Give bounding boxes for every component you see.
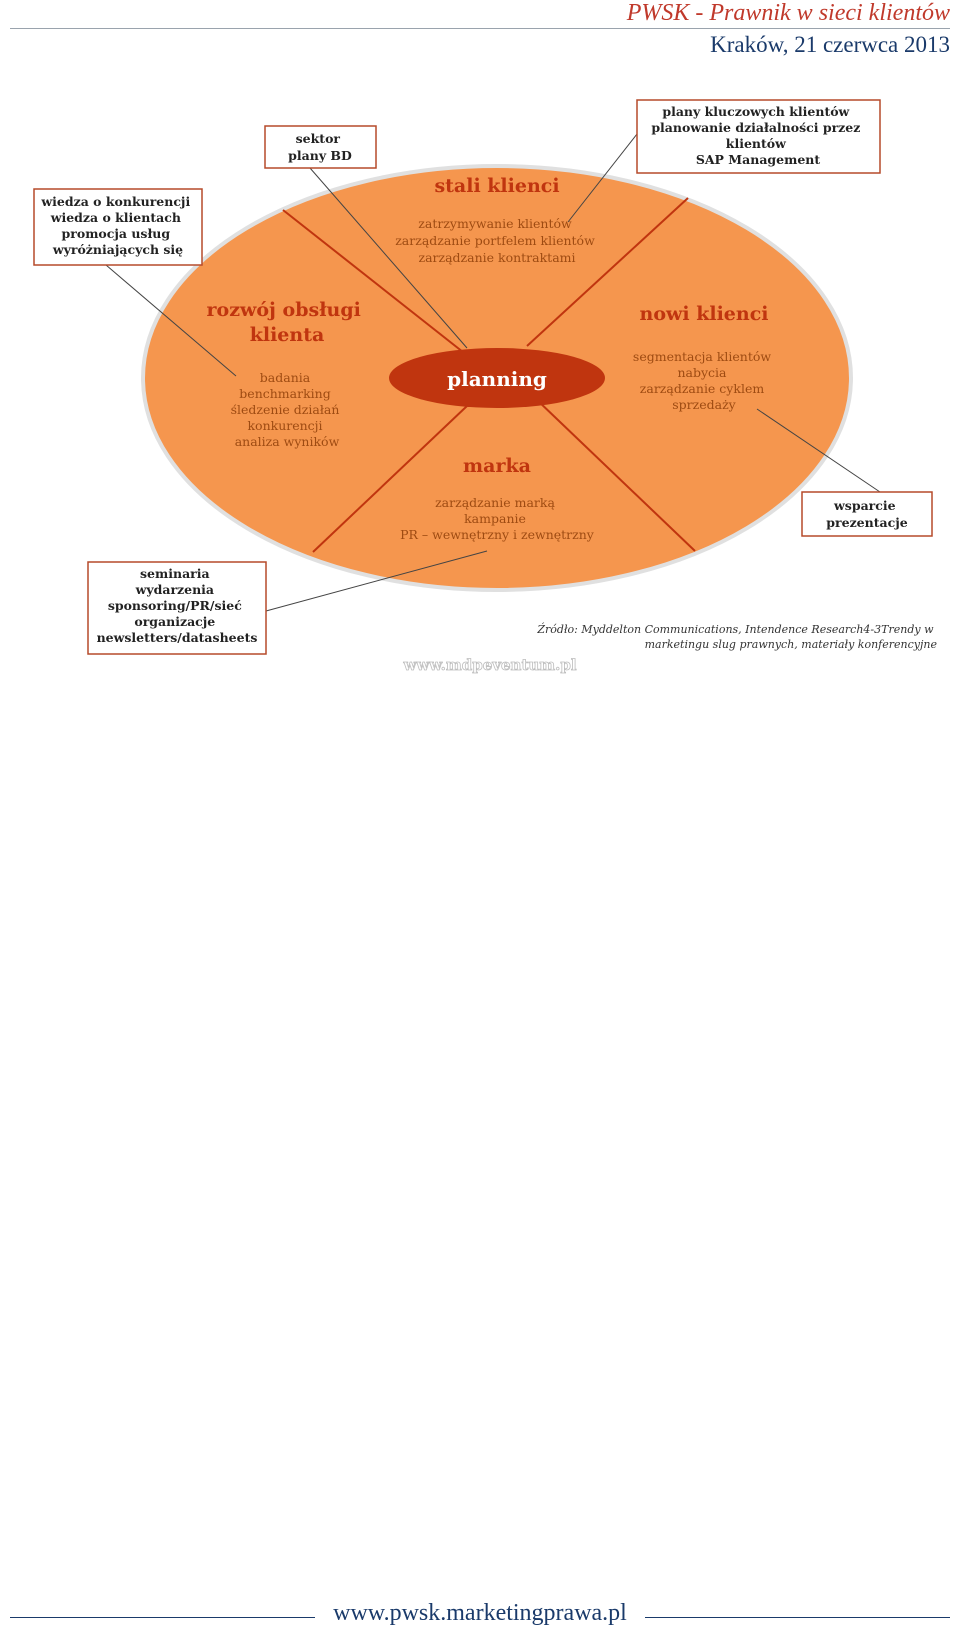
sector-line-bottom-right xyxy=(535,398,696,552)
callout-sector-line: plany BD xyxy=(288,148,352,163)
svg-text:Źródło: Myddelton Communicatio: Źródło: Myddelton Communications, Intend… xyxy=(536,622,937,651)
sector-bottom-item: kampanie xyxy=(464,511,526,526)
callout-events-box xyxy=(87,561,267,655)
sector-bottom-item: zarządzanie marką xyxy=(435,495,555,510)
sector-right-item: segmentacja klientów xyxy=(633,349,771,364)
sector-top-item: zatrzymywanie klientów xyxy=(418,216,572,231)
sector-line-top-right xyxy=(526,197,689,347)
connector-knowledge xyxy=(105,264,237,377)
callout-presentation-box xyxy=(801,491,933,537)
sector-left-item: śledzenie działań xyxy=(231,402,340,417)
sector-left-item: badania xyxy=(260,370,311,385)
svg-text:plany kluczowych klientów: plany kluczowych klientów planowanie dzi… xyxy=(651,104,864,167)
callout-key-clients-line: planowanie działalności przez xyxy=(651,120,860,135)
callout-knowledge-line: wiedza o konkurencji xyxy=(40,194,190,209)
sector-left-item: konkurencji xyxy=(247,418,322,433)
sector-top-title: stali klienci xyxy=(434,175,559,197)
sector-right-item: zarządzanie cyklem xyxy=(640,381,765,396)
header-title: PWSK - Prawnik w sieci klientów xyxy=(626,0,950,26)
callout-knowledge-line: promocja usług xyxy=(62,226,171,241)
sector-left-title: klienta xyxy=(250,324,325,346)
callout-key-clients-line: SAP Management xyxy=(696,152,821,167)
svg-text:zarządzanie marką kampanie: zarządzanie marką kampanie PR – wewnętrz… xyxy=(400,495,595,542)
callout-events-line: organizacje xyxy=(134,614,215,629)
header-rule xyxy=(10,28,950,29)
svg-text:badania benchmarking ś: badania benchmarking śledzenie działań k… xyxy=(231,370,344,449)
connector-presentation xyxy=(756,408,881,493)
sector-top-item: zarządzanie kontraktami xyxy=(418,250,575,265)
sector-left-item: analiza wyników xyxy=(235,434,340,449)
svg-text:seminaria wydarzenia s: seminaria wydarzenia sponsoring/PR/sieć … xyxy=(97,566,258,645)
svg-text:segmentacja klientów nabyc: segmentacja klientów nabycia zarządzanie… xyxy=(633,349,775,412)
marketing-planning-diagram: planning stali klienci zatrzymywanie kli… xyxy=(33,99,937,674)
sector-left-item: benchmarking xyxy=(239,386,330,401)
planning-center xyxy=(389,348,605,408)
source-note-line: Źródło: Myddelton Communications, Intend… xyxy=(536,622,934,636)
footer-rule-left xyxy=(10,1617,315,1618)
svg-text:wiedza o konkurencji wiedz: wiedza o konkurencji wiedza o klientach … xyxy=(40,194,194,257)
center-label: planning xyxy=(447,367,547,391)
header-date: Kraków, 21 czerwca 2013 xyxy=(710,32,950,57)
callout-events-line: sponsoring/PR/sieć xyxy=(108,598,242,613)
watermark-text: www.mdpeventum.pl xyxy=(402,656,576,674)
source-note-line: marketingu slug prawnych, materiały konf… xyxy=(645,638,938,651)
sector-right-item: nabycia xyxy=(677,365,727,380)
callout-knowledge-line: wyróżniających się xyxy=(52,242,183,257)
sector-right-item: sprzedaży xyxy=(672,397,736,412)
callout-events-line: seminaria xyxy=(140,566,210,581)
sector-bottom-title: marka xyxy=(463,455,531,477)
sector-line-top-left xyxy=(282,209,469,357)
callout-presentation-line: wsparcie xyxy=(833,498,896,513)
sector-left-title: rozwój obsługi xyxy=(207,299,361,321)
connector-events xyxy=(265,550,488,612)
footer-rule-right xyxy=(645,1617,950,1618)
sector-top-item: zarządzanie portfelem klientów xyxy=(395,233,595,248)
svg-text:sektor plany BD: sektor plany BD xyxy=(288,131,352,163)
footer-url[interactable]: www.pwsk.marketingprawa.pl xyxy=(333,1600,627,1626)
sector-bottom-item: PR – wewnętrzny i zewnętrzny xyxy=(400,527,595,542)
svg-text:wsparcie prezentacje: wsparcie prezentacje xyxy=(826,498,907,530)
callout-knowledge-box xyxy=(33,188,203,266)
svg-text:rozwój obsługi klienta: rozwój obsługi klienta xyxy=(207,299,368,346)
callout-key-clients-line: klientów xyxy=(726,136,787,151)
sector-right-title: nowi klienci xyxy=(640,303,769,325)
svg-text:zatrzymywanie klientów zar: zatrzymywanie klientów zarządzanie portf… xyxy=(395,216,599,265)
callout-presentation-line: prezentacje xyxy=(826,515,907,530)
callout-key-clients-box xyxy=(636,99,881,174)
callout-key-clients-line: plany kluczowych klientów xyxy=(662,104,850,119)
connector-sector xyxy=(309,167,468,349)
callout-events-line: newsletters/datasheets xyxy=(97,630,258,645)
callout-sector-line: sektor xyxy=(296,131,341,146)
sector-line-bottom-left xyxy=(312,405,468,553)
connector-key-clients xyxy=(567,133,638,223)
callout-knowledge-line: wiedza o klientach xyxy=(50,210,181,225)
callout-sector-box xyxy=(264,125,377,169)
callout-events-line: wydarzenia xyxy=(135,582,214,597)
